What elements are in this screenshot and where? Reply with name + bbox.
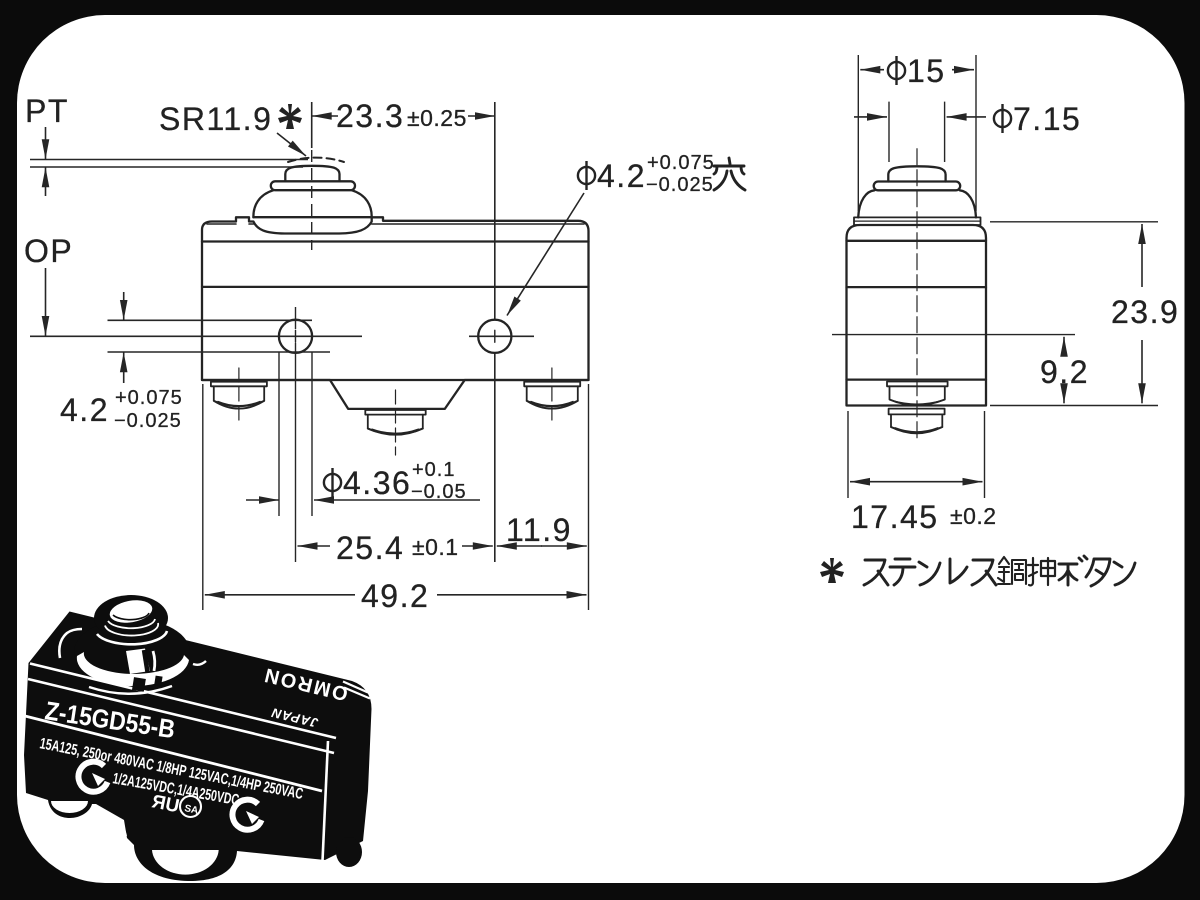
svg-text:15: 15 [907, 53, 946, 89]
svg-text:−0.05: −0.05 [411, 481, 467, 503]
svg-text:23.9: 23.9 [1111, 294, 1179, 330]
svg-text:49.2: 49.2 [361, 578, 429, 614]
svg-text:11.9: 11.9 [506, 512, 572, 548]
svg-text:+0.075: +0.075 [115, 387, 183, 409]
svg-text:4.36: 4.36 [343, 465, 411, 501]
svg-text:OP: OP [24, 233, 73, 269]
svg-text:PT: PT [25, 93, 69, 129]
svg-text:17.45: 17.45 [851, 499, 939, 535]
svg-text:+0.075: +0.075 [647, 152, 715, 174]
svg-text:−0.025: −0.025 [114, 410, 182, 432]
svg-text:9.2: 9.2 [1040, 354, 1089, 390]
svg-text:4.2: 4.2 [597, 158, 646, 194]
svg-text:SA: SA [183, 803, 199, 817]
svg-text:7.15: 7.15 [1013, 101, 1081, 137]
svg-text:±0.2: ±0.2 [950, 503, 997, 529]
svg-text:SR11.9: SR11.9 [159, 101, 272, 137]
svg-text:+0.1: +0.1 [412, 459, 455, 481]
svg-text:−0.025: −0.025 [646, 174, 714, 196]
svg-text:4.2: 4.2 [60, 392, 109, 428]
svg-text:25.4: 25.4 [336, 530, 404, 566]
svg-text:±0.25: ±0.25 [407, 105, 467, 131]
svg-text:23.3: 23.3 [336, 98, 404, 134]
svg-text:±0.1: ±0.1 [412, 534, 459, 560]
